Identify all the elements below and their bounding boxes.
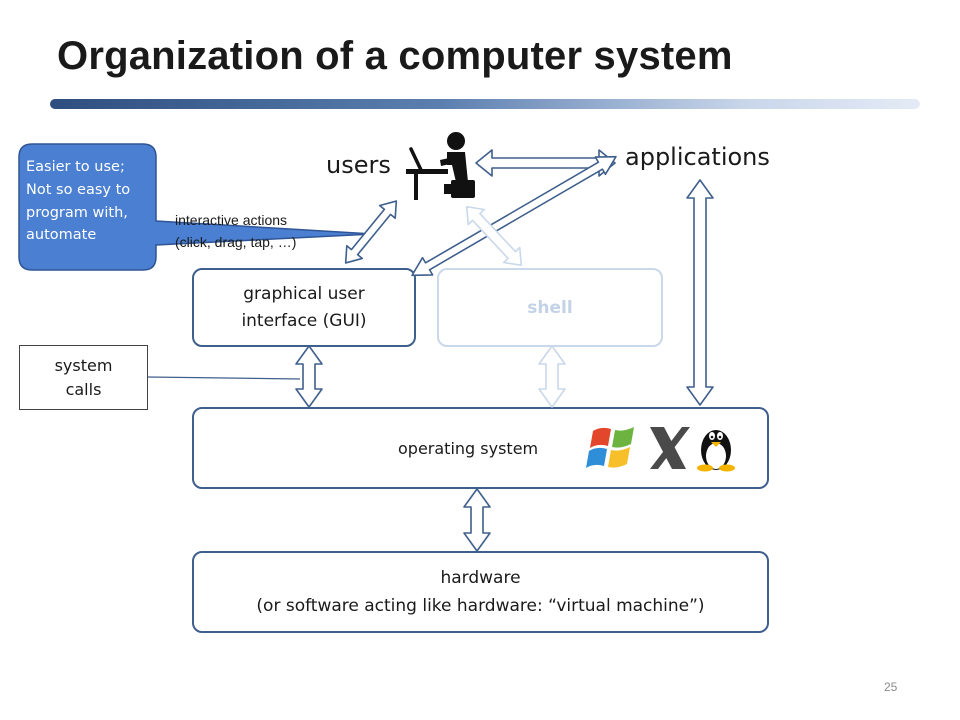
gui-label-line2: interface (GUI): [241, 310, 367, 331]
callout-line: Not so easy to: [26, 181, 131, 198]
callout-bubble: [18, 143, 374, 271]
operating-system-box: operating system: [192, 407, 769, 489]
users-label: users: [326, 151, 391, 179]
hardware-label-line1: hardware: [440, 567, 521, 588]
interactive-actions-label: interactive actions (click, drag, tap, ……: [175, 210, 296, 253]
applications-label: applications: [625, 143, 770, 171]
gui-applications-arrow: [411, 155, 617, 277]
callout-line: Easier to use;: [26, 159, 125, 175]
os-hardware-arrow: [463, 488, 491, 552]
hardware-box: hardware (or software acting like hardwa…: [192, 551, 769, 633]
interactive-line2: (click, drag, tap, …): [175, 233, 297, 250]
callout-line: automate: [26, 227, 97, 244]
linux-tux-icon: [697, 430, 735, 472]
person-at-computer-icon: [406, 132, 475, 200]
os-label: operating system: [398, 439, 539, 458]
gui-box: graphical user interface (GUI): [192, 268, 416, 347]
callout-text: Easier to use; Not so easy to program wi…: [26, 156, 154, 247]
shell-box: shell: [437, 268, 663, 347]
gui-users-arrow: [344, 200, 398, 264]
syscalls-label-line2: calls: [65, 379, 102, 399]
callout-line: program with,: [26, 204, 128, 221]
system-calls-box: system calls: [19, 345, 148, 410]
page-number: 25: [884, 680, 898, 694]
gui-label-line1: graphical user: [243, 284, 365, 305]
gui-os-arrow: [295, 345, 323, 408]
shell-label: shell: [527, 297, 573, 318]
windows-logo-icon: [586, 427, 634, 468]
slide-title: Organization of a computer system: [57, 34, 733, 78]
syscalls-label-line1: system: [54, 355, 113, 375]
shell-users-arrow: [465, 205, 523, 267]
syscalls-connector: [147, 376, 301, 380]
applications-os-arrow: [686, 179, 714, 406]
users-applications-arrow: [475, 149, 616, 177]
x-window-logo-icon: [650, 427, 690, 469]
hardware-label-line2: (or software acting like hardware: “virt…: [256, 596, 705, 616]
title-rule: [50, 99, 920, 109]
shell-os-arrow: [538, 345, 566, 408]
interactive-line1: interactive actions: [175, 212, 288, 228]
